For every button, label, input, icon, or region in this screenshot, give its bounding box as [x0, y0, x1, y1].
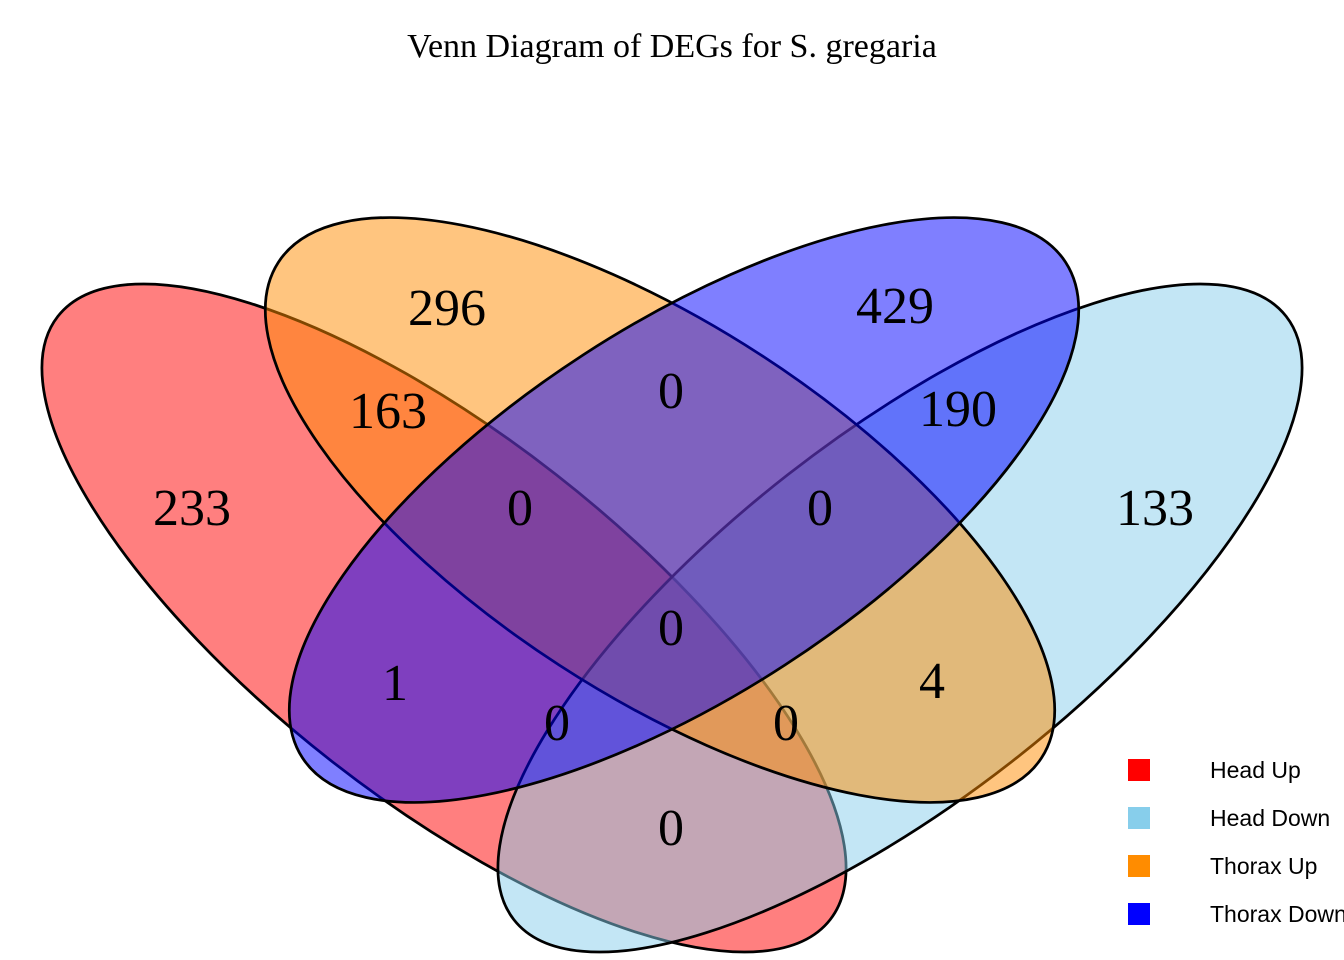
legend-label-head-down: Head Down: [1210, 805, 1330, 831]
region-count-all-sets: 0: [658, 600, 684, 657]
region-count-headup-thoraxup: 163: [349, 383, 427, 440]
region-count-head-down: 133: [1116, 480, 1194, 537]
region-count-thorax-up: 296: [408, 280, 486, 337]
region-count-headup-headdown: 0: [658, 800, 684, 857]
legend: Head Up Head Down Thorax Up Thorax Down: [1128, 757, 1344, 927]
region-count-headup-thoraxup-headdown: 0: [773, 695, 799, 752]
region-count-thoraxdown-headdown: 190: [919, 381, 997, 438]
legend-label-head-up: Head Up: [1210, 757, 1301, 783]
legend-swatch-head-up: [1128, 759, 1150, 781]
region-count-thoraxup-headdown: 4: [919, 653, 945, 710]
region-count-headup-thoraxup-thoraxdown: 0: [507, 480, 533, 537]
region-count-thoraxup-thoraxdown-headdown: 0: [807, 480, 833, 537]
legend-swatch-head-down: [1128, 807, 1150, 829]
venn-ellipse-thorax-down: [287, 216, 1081, 804]
region-count-head-up: 233: [153, 480, 231, 537]
region-count-headup-thoraxdown: 1: [382, 655, 408, 712]
legend-swatch-thorax-up: [1128, 855, 1150, 877]
legend-label-thorax-down: Thorax Down: [1210, 901, 1344, 927]
region-count-thorax-down: 429: [856, 278, 934, 335]
region-count-thoraxup-thoraxdown: 0: [658, 363, 684, 420]
page-title: Venn Diagram of DEGs for S. gregaria: [407, 28, 937, 65]
legend-swatch-thorax-down: [1128, 903, 1150, 925]
region-count-headup-thoraxdown-headdown: 0: [544, 695, 570, 752]
legend-label-thorax-up: Thorax Up: [1210, 853, 1317, 879]
